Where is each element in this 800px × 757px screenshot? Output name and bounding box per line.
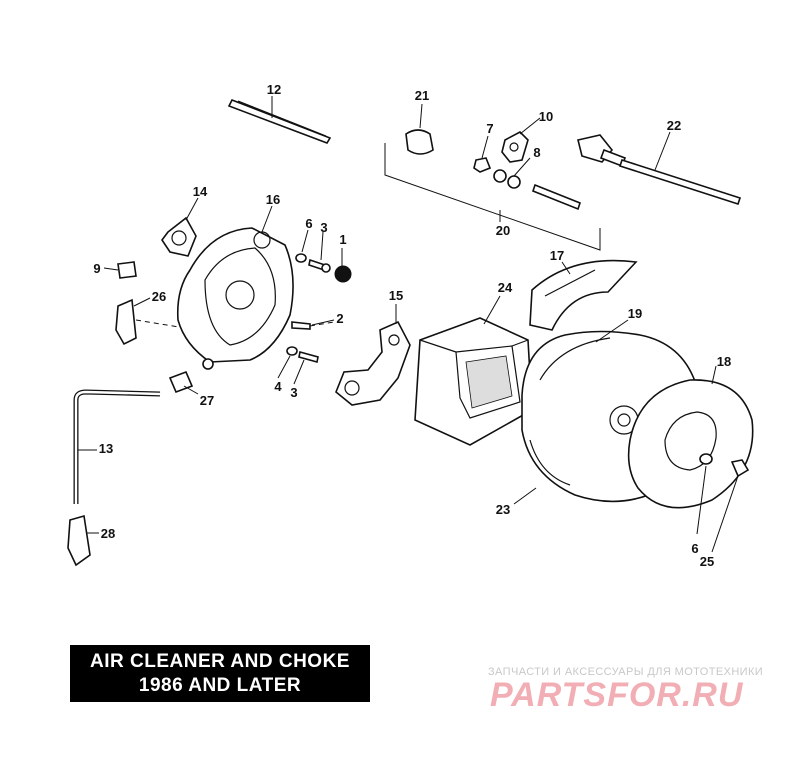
watermark-logo: PARTSFOR.RU [490,676,744,714]
part-20-group-bracket [384,143,601,251]
callout-24: 24 [498,280,513,295]
part-26-bracket [115,298,186,346]
callout-26: 26 [152,289,166,304]
callout-1: 1 [339,232,346,247]
part-6-washer-upper [295,253,307,263]
part-16-backing-plate [176,227,294,370]
callout-23: 23 [496,502,510,517]
part-10-choke-bracket [501,131,529,163]
callout-17: 17 [550,248,564,263]
title-line-1: AIR CLEANER AND CHOKE [90,650,350,672]
title-line-2: 1986 AND LATER [138,674,302,696]
callout-25: 25 [700,554,714,569]
part-13-breather-tube [73,389,161,504]
part-18-seal-ring [627,379,754,509]
callout-27: 27 [200,393,214,408]
callout-20: 20 [496,223,510,238]
callout-15: 15 [389,288,403,303]
callout-6-upper: 6 [305,216,312,231]
callout-28: 28 [101,526,115,541]
callout-19: 19 [628,306,642,321]
part-7-nut [473,157,492,173]
part-3-screw-upper [308,258,331,273]
callout-14: 14 [193,184,208,199]
callout-2: 2 [336,311,343,326]
callout-22: 22 [667,118,681,133]
diagram-title: AIR CLEANER AND CHOKE 1986 AND LATER [70,645,370,702]
callout-labels: 1 2 3 3 4 6 6 7 8 9 10 12 13 14 15 16 17… [93,82,731,569]
callout-6-lower: 6 [691,541,698,556]
part-8-nuts [493,169,521,189]
part-2-screw [291,321,335,330]
callout-3-lower: 3 [290,385,297,400]
callout-9: 9 [93,261,100,276]
callout-13: 13 [99,441,113,456]
callout-18: 18 [717,354,731,369]
callout-12: 12 [267,82,281,97]
part-17-deflector [529,259,638,331]
callout-16: 16 [266,192,280,207]
part-1-plug [334,265,352,283]
part-4-washer [286,346,298,356]
callout-3-upper: 3 [320,220,327,235]
part-3-screw-lower [298,350,319,364]
callout-21: 21 [415,88,429,103]
leader-lines [78,96,739,553]
part-12-cable-strap [227,98,332,144]
part-14-gasket [161,216,197,257]
part-28-hose [67,514,91,567]
part-9-plate [117,261,137,279]
part-15-bracket [335,320,411,406]
part-22-choke-cable [577,134,742,206]
part-24-filter-element [414,317,533,446]
callout-8: 8 [533,145,540,160]
part-21-choke-knob [405,129,434,155]
callout-4: 4 [274,379,282,394]
callout-10: 10 [539,109,553,124]
callout-7: 7 [486,121,493,136]
part-25-screw [730,459,750,478]
watermark-tagline: ЗАПЧАСТИ И АКСЕССУАРЫ ДЛЯ МОТОТЕХНИКИ [488,666,764,678]
